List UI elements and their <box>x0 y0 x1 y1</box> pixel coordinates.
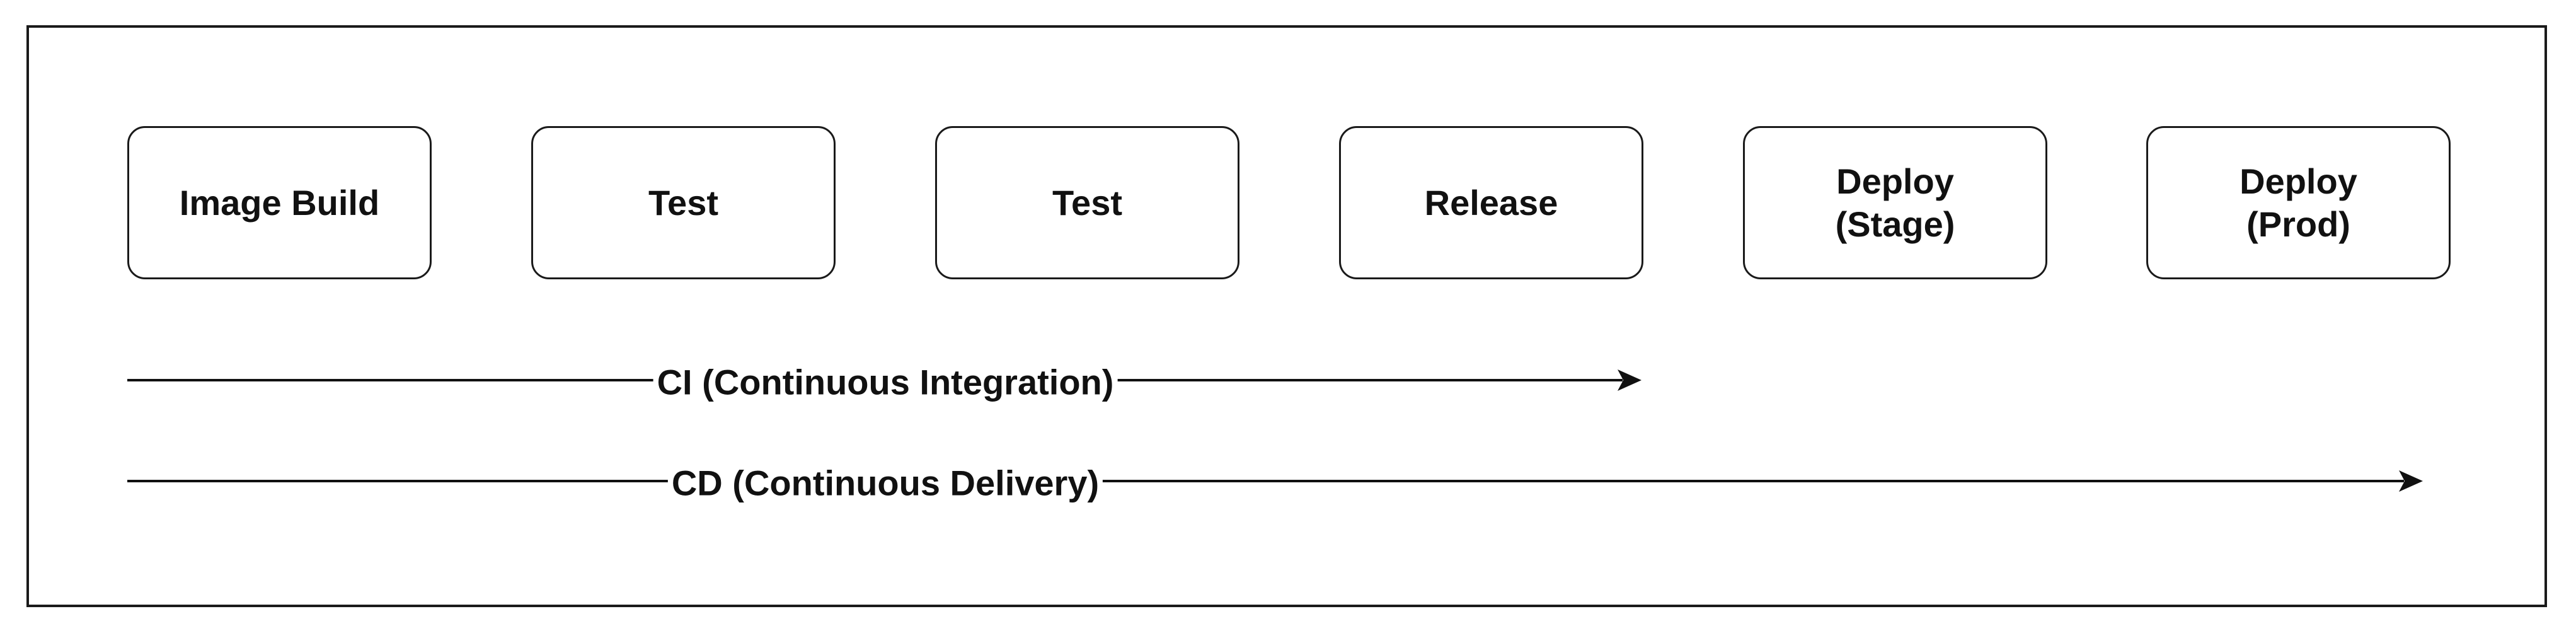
stage-label: Release <box>1424 182 1558 223</box>
diagram-frame <box>26 25 2547 607</box>
cd-arrow-label: CD (Continuous Delivery) <box>667 462 1103 504</box>
stage-label: Deploy (Prod) <box>2240 161 2357 244</box>
stage-label: Test <box>648 182 718 223</box>
cd-arrowhead-icon <box>2399 470 2423 492</box>
stage-release: Release <box>1339 126 1643 279</box>
stage-label: Image Build <box>179 182 380 223</box>
stage-deploy-stage: Deploy (Stage) <box>1743 126 2047 279</box>
ci-arrow-label: CI (Continuous Integration) <box>653 361 1118 404</box>
ci-arrowhead-icon <box>1618 369 1642 391</box>
stage-deploy-prod: Deploy (Prod) <box>2146 126 2451 279</box>
cd-arrow <box>127 470 2423 492</box>
stage-label: Deploy (Stage) <box>1835 161 1955 244</box>
stage-test-2: Test <box>935 126 1239 279</box>
stage-image-build: Image Build <box>127 126 432 279</box>
stage-label: Test <box>1052 182 1122 223</box>
stage-test-1: Test <box>531 126 836 279</box>
